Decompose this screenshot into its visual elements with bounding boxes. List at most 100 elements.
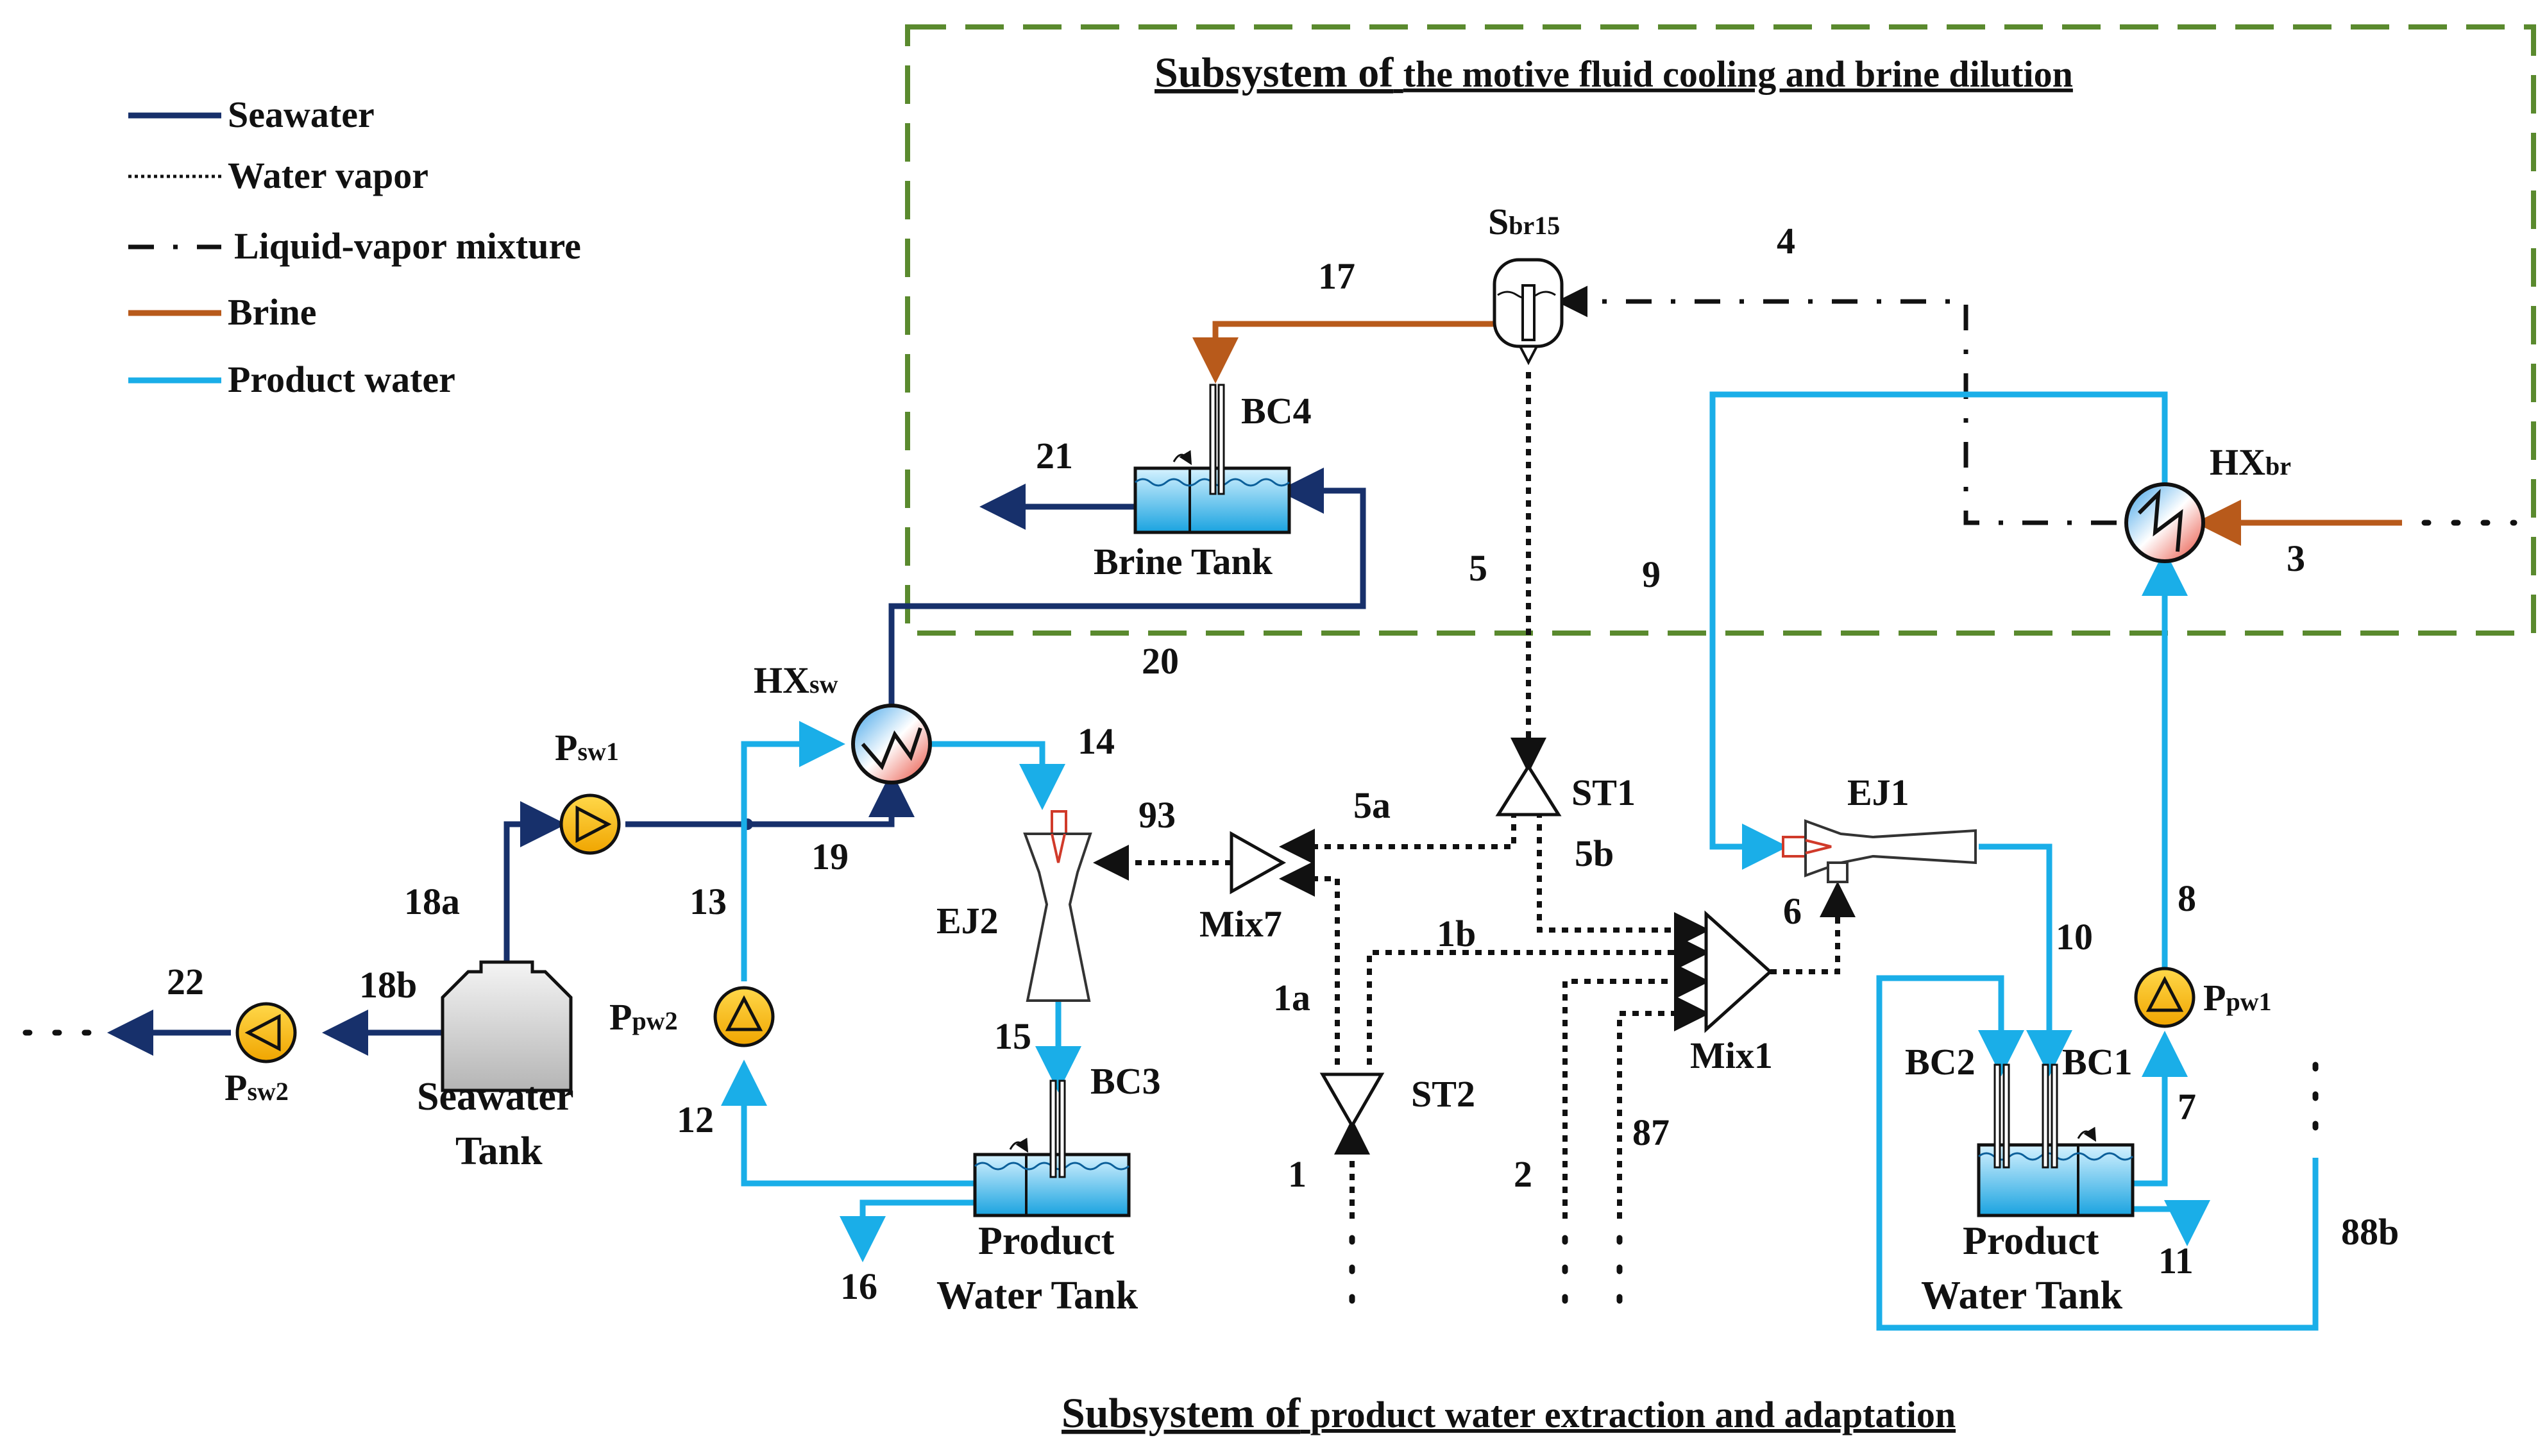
label-psw1: Psw1 [555, 727, 619, 768]
stream-label-5a: 5a [1353, 784, 1391, 826]
stream-label-14: 14 [1078, 720, 1115, 762]
pump-psw2 [235, 1002, 297, 1063]
stream-labels: 1 1a 1b 2 3 4 5 5a 5b 6 7 8 9 10 11 12 1… [167, 220, 2399, 1307]
label-ej1: EJ1 [1847, 772, 1909, 813]
stream-label-22: 22 [167, 961, 204, 1003]
label-product-tank-left-1: Product [978, 1219, 1115, 1263]
label-st2: ST2 [1411, 1073, 1475, 1115]
legend-product-water: Product water [228, 359, 455, 400]
seawater-tank [441, 960, 573, 1092]
pump-ppw2 [713, 986, 775, 1047]
stream-87-line [1617, 995, 1710, 1219]
mixer-mix1 [1704, 910, 1773, 1033]
label-ppw2: Ppw2 [609, 996, 678, 1038]
stream-label-9: 9 [1642, 554, 1661, 595]
label-brine-tank: Brine Tank [1094, 541, 1273, 582]
label-ppw1: Ppw1 [2203, 977, 2272, 1019]
separator-sbr15 [1493, 258, 1564, 366]
stream-label-2: 2 [1514, 1153, 1532, 1195]
label-bc3: BC3 [1090, 1060, 1161, 1102]
stream-label-88b: 88b [2341, 1211, 2399, 1253]
stream-6-line [1770, 881, 1856, 974]
stream-1b-line [1367, 935, 1710, 1065]
label-seawater-tank-2: Tank [455, 1130, 543, 1173]
label-mix1: Mix1 [1690, 1035, 1773, 1076]
label-mix7: Mix7 [1199, 903, 1282, 945]
stream-2-line [1562, 963, 1710, 1219]
stream-label-21: 21 [1036, 435, 1073, 477]
stream-label-11: 11 [2158, 1240, 2194, 1282]
stream-label-1: 1 [1288, 1153, 1307, 1195]
label-st1: ST1 [1571, 772, 1636, 813]
stream-13-line [741, 721, 845, 981]
stream-label-20: 20 [1142, 640, 1179, 682]
stream-14-line [927, 741, 1065, 810]
stream-label-93: 93 [1138, 794, 1176, 836]
mixer-mix7 [1230, 831, 1287, 895]
stream-label-5: 5 [1469, 547, 1487, 589]
label-sbr15: Sbr15 [1488, 201, 1560, 242]
stream-label-3: 3 [2287, 538, 2305, 579]
stream-7-line [2129, 1031, 2188, 1187]
stream-label-19: 19 [811, 836, 849, 877]
product-water-tank-right [1977, 1063, 2135, 1217]
splitter-st2 [1319, 1072, 1385, 1130]
splitter-st1 [1495, 763, 1562, 817]
stream-label-13: 13 [690, 881, 727, 922]
stream-18a-line [503, 801, 566, 965]
stream-19-line [625, 771, 915, 827]
product-water-tank-left [973, 1079, 1131, 1217]
legend-seawater: Seawater [228, 94, 375, 135]
label-bc4: BC4 [1241, 390, 1312, 432]
title-top: Subsystem of the motive fluid cooling an… [1155, 49, 2073, 96]
heat-exchanger-hxbr [2124, 482, 2205, 563]
subsystem-box-top [905, 24, 2536, 636]
stream-88b-line [1876, 975, 2319, 1331]
stream-label-15: 15 [994, 1015, 1031, 1057]
stream-4-line [1556, 285, 2117, 525]
stream-label-10: 10 [2056, 916, 2093, 958]
stream-label-1b: 1b [1437, 913, 1476, 954]
stream-20-line [888, 468, 1366, 715]
stream-12-line [721, 1060, 978, 1187]
stream-label-6: 6 [1783, 890, 1802, 932]
stream-label-1a: 1a [1273, 977, 1310, 1019]
label-bc1: BC1 [2062, 1041, 2133, 1083]
label-ej2: EJ2 [936, 900, 999, 942]
stream-5a-line [1279, 811, 1516, 865]
label-product-tank-right-1: Product [1963, 1219, 2099, 1263]
label-hxsw: HXsw [754, 659, 838, 701]
ejector-ej1 [1782, 819, 1977, 883]
stream-label-16: 16 [840, 1266, 877, 1307]
stream-16-line [840, 1199, 978, 1262]
pump-ppw1 [2134, 967, 2196, 1028]
label-product-tank-left-2: Water Tank [936, 1274, 1138, 1317]
stream-label-7: 7 [2178, 1086, 2196, 1128]
stream-5b-line [1537, 811, 1710, 948]
stream-1a-line [1279, 861, 1340, 1065]
stream-label-4: 4 [1777, 220, 1795, 262]
label-seawater-tank-1: Seawater [417, 1075, 573, 1119]
stream-label-17: 17 [1318, 255, 1355, 297]
label-hxbr: HXbr [2210, 441, 2291, 483]
legend-liquid-vapor: Liquid-vapor mixture [234, 225, 581, 267]
stream-11-line [2129, 1200, 2210, 1246]
title-bottom: Subsystem of product water extraction an… [1062, 1390, 1956, 1437]
pump-psw1 [559, 793, 621, 855]
legend-water-vapor: Water vapor [228, 155, 428, 196]
stream-label-18a: 18a [404, 881, 460, 922]
label-product-tank-right-2: Water Tank [1921, 1274, 2123, 1317]
stream-10-line [1979, 843, 2072, 1076]
stream-label-5b: 5b [1575, 833, 1614, 874]
stream-17-line [1192, 321, 1494, 384]
legend-brine: Brine [228, 291, 317, 333]
stream-label-87: 87 [1632, 1112, 1670, 1153]
label-psw2: Psw2 [224, 1067, 289, 1108]
stream-9-line [1709, 391, 2168, 870]
legend: Seawater Water vapor Liquid-vapor mixtur… [128, 94, 581, 400]
ejector-ej2 [1023, 810, 1092, 1002]
label-bc2: BC2 [1905, 1041, 1976, 1083]
heat-exchanger-hxsw [851, 704, 932, 784]
stream-label-12: 12 [677, 1099, 714, 1140]
